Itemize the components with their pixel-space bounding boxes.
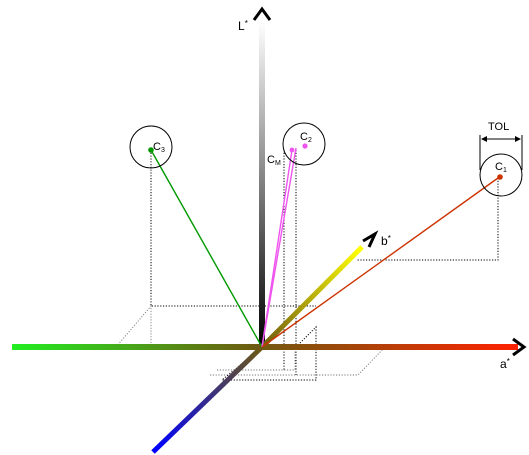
projection-box-faint — [115, 304, 386, 376]
tol-arrow-right — [515, 136, 521, 142]
b-axis-negative — [151, 345, 264, 454]
tol-arrow-left — [481, 136, 487, 142]
cm-point — [289, 147, 295, 153]
c2-point — [302, 143, 308, 149]
b-axis-arrowhead — [362, 230, 379, 248]
a-axis-label: a* — [500, 357, 510, 371]
l-axis-gradient-bar — [259, 22, 265, 347]
l-axis-arrowhead — [252, 6, 272, 21]
point-labels: C3 C2 CM C1 — [153, 131, 507, 174]
c3-vector — [150, 149, 263, 348]
c1-tolerance-circle — [479, 153, 523, 197]
cm-vector — [261, 149, 293, 348]
c2-label: C2 — [300, 131, 312, 144]
l-axis-label: L* — [238, 19, 248, 33]
color-points — [148, 143, 503, 180]
color-vectors — [150, 147, 499, 348]
c3-label: C3 — [153, 141, 165, 154]
c2-tolerance-circle — [282, 122, 326, 166]
c1-label: C1 — [495, 161, 507, 174]
tolerance-indicator: TOL — [479, 121, 523, 170]
l-axis: L* — [238, 6, 272, 347]
b-axis: b* — [151, 230, 391, 454]
b-axis-label: b* — [381, 234, 391, 248]
projection-guides — [150, 150, 499, 381]
c3-tolerance-circle — [129, 125, 173, 169]
b-axis-positive — [260, 245, 364, 349]
tolerance-spheres — [129, 122, 523, 197]
cm-label: CM — [267, 154, 281, 167]
tol-label: TOL — [488, 121, 509, 133]
c1-point — [497, 174, 503, 180]
a-axis-arrowhead — [512, 337, 527, 357]
c1-vector — [261, 177, 499, 348]
c3-point — [148, 147, 154, 153]
